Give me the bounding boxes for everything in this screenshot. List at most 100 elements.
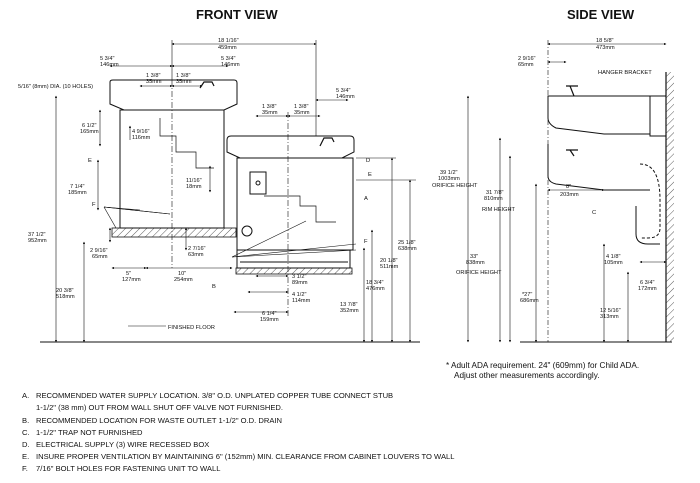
front-dimension-labels: 18 1/16" 459mm 5 3/4" 146mm 5 3/4" 146mm… xyxy=(18,38,417,331)
side-rim-label: RIM HEIGHT xyxy=(482,207,516,213)
dim-2518: 25 1/8" xyxy=(398,240,416,246)
dim-hi-138: 1 3/8" xyxy=(146,73,160,79)
side-callout-c: C xyxy=(592,210,596,216)
dim-lo-138-b: 1 3/8" xyxy=(294,104,308,110)
dim-left-534: 5 3/4" xyxy=(100,56,114,62)
dim-2716: 2 7/16" xyxy=(188,246,206,252)
side-rim-high-mm: 810mm xyxy=(484,196,503,202)
legend-b-text: RECOMMENDED LOCATION FOR WASTE OUTLET 1-… xyxy=(36,416,282,425)
dim-312: 3 1/2" xyxy=(292,274,306,280)
legend-b-key: B. xyxy=(22,416,29,425)
dim-hi-138-b: 1 3/8" xyxy=(176,73,190,79)
low-unit-skirt xyxy=(236,250,351,269)
side-view-title: SIDE VIEW xyxy=(567,7,635,22)
dim-hi-138-mm: 35mm xyxy=(146,79,162,85)
side-dim-1238-mm: 313mm xyxy=(600,314,619,320)
dim-614-mm: 159mm xyxy=(260,317,279,323)
side-dim-overall-mm: 473mm xyxy=(596,45,615,51)
low-unit-base-hatch xyxy=(235,267,353,275)
dim-2916: 2 9/16" xyxy=(90,248,108,254)
dim-1378: 13 7/8" xyxy=(340,302,358,308)
dim-right-534-mm: 146mm xyxy=(221,62,240,68)
hanger-bracket-label: HANGER BRACKET xyxy=(598,70,652,76)
front-view-title: FRONT VIEW xyxy=(196,7,278,22)
side-rim-high: 31 7/8" xyxy=(486,190,504,196)
side-orifice-high: 39 1/2" xyxy=(440,170,458,176)
dim-1834-mm: 476mm xyxy=(366,286,385,292)
dim-lo-138-a-mm: 35mm xyxy=(262,110,278,116)
dim-5: 5" xyxy=(126,271,131,277)
side-orifice-high-mm: 1003mm xyxy=(438,176,460,182)
side-dimension-labels: 18 5/8" 473mm 2 9/16" 65mm HANGER BRACKE… xyxy=(432,38,657,320)
dim-2038: 20 3/8" xyxy=(56,288,74,294)
side-dim-2916-mm: 65mm xyxy=(518,62,534,68)
dim-5-mm: 127mm xyxy=(122,277,141,283)
dim-2916-mm: 65mm xyxy=(92,254,108,260)
legend-d-key: D. xyxy=(22,440,30,449)
dim-4916: 4 9/16" xyxy=(132,129,150,135)
side-dim-418-mm: 105mm xyxy=(604,260,623,266)
dim-1116: 11/16" xyxy=(186,178,202,184)
dim-overall-width: 18 1/16" xyxy=(218,38,239,44)
dim-10-mm: 254mm xyxy=(174,277,193,283)
dim-1378-mm: 352mm xyxy=(340,308,359,314)
dim-3712: 37 1/2" xyxy=(28,232,46,238)
legend: A. RECOMMENDED WATER SUPPLY LOCATION. 3/… xyxy=(22,391,454,473)
high-unit-bowl xyxy=(109,79,238,111)
side-dim-634-mm: 172mm xyxy=(638,286,657,292)
finished-floor-label: FINISHED FLOOR xyxy=(168,325,215,331)
side-trap xyxy=(639,163,661,239)
dim-2018-mm: 511mm xyxy=(380,264,399,270)
side-dim-8-mm: 203mm xyxy=(560,192,579,198)
ada-note-line1: * Adult ADA requirement. 24" (609mm) for… xyxy=(446,361,639,370)
dim-1834: 18 3/4" xyxy=(366,280,384,286)
legend-e-text: INSURE PROPER VENTILATION BY MAINTAINING… xyxy=(36,452,454,461)
side-upper-bowl xyxy=(547,95,651,135)
low-bubbler xyxy=(319,137,335,147)
legend-c-key: C. xyxy=(22,428,30,437)
waste-outlet xyxy=(241,225,253,237)
legend-c-text: 1-1/2" TRAP NOT FURNISHED xyxy=(36,428,143,437)
dim-lo-138-b-mm: 35mm xyxy=(294,110,310,116)
side-dimension-lines xyxy=(466,42,667,343)
dim-614: 6 1/4" xyxy=(262,311,276,317)
dim-714-mm: 185mm xyxy=(68,190,87,196)
low-unit-bowl xyxy=(226,135,355,159)
legend-f-text: 7/16" BOLT HOLES FOR FASTENING UNIT TO W… xyxy=(36,464,220,473)
side-orifice-label: ORIFICE HEIGHT xyxy=(432,183,478,189)
dim-2038-mm: 518mm xyxy=(56,294,75,300)
dim-overall-width-mm: 459mm xyxy=(218,45,237,51)
side-orifice-low: 33" xyxy=(470,254,478,260)
side-lower-bowl xyxy=(547,144,650,191)
dim-2018: 20 1/8" xyxy=(380,258,398,264)
dim-4916-mm: 116mm xyxy=(132,135,151,141)
side-dim-27: *27" xyxy=(522,292,532,298)
dim-right-534: 5 3/4" xyxy=(221,56,235,62)
bolt-holes-label: 5/16" (8mm) DIA. (10 HOLES) xyxy=(18,84,93,90)
front-dimension-lines xyxy=(40,40,420,343)
callout-b: B xyxy=(212,284,216,290)
side-orifice-low-mm: 838mm xyxy=(466,260,485,266)
side-dim-2916: 2 9/16" xyxy=(518,56,536,62)
callout-f-right: F xyxy=(364,239,368,245)
side-dim-634: 6 3/4" xyxy=(640,280,654,286)
legend-a-text: RECOMMENDED WATER SUPPLY LOCATION. 3/8" … xyxy=(36,391,393,400)
dim-3712-mm: 952mm xyxy=(28,238,47,244)
dim-412: 4 1/2" xyxy=(292,292,306,298)
callout-a: A xyxy=(364,196,368,202)
callout-d: D xyxy=(366,158,370,164)
dim-1116-mm: 18mm xyxy=(186,184,202,190)
front-view-unit xyxy=(103,79,357,269)
legend-f-key: F. xyxy=(22,464,28,473)
dim-10: 10" xyxy=(178,271,186,277)
dim-2716-mm: 63mm xyxy=(188,252,204,258)
callout-f-left: F xyxy=(92,202,96,208)
dim-2518-mm: 638mm xyxy=(398,246,417,252)
side-dim-418: 4 1/8" xyxy=(606,254,620,260)
dim-714: 7 1/4" xyxy=(70,184,84,190)
dim-lo-534: 5 3/4" xyxy=(336,88,350,94)
dim-612: 6 1/2" xyxy=(82,123,96,129)
high-unit-base-hatch xyxy=(111,227,237,238)
hanger-bracket xyxy=(649,95,667,137)
